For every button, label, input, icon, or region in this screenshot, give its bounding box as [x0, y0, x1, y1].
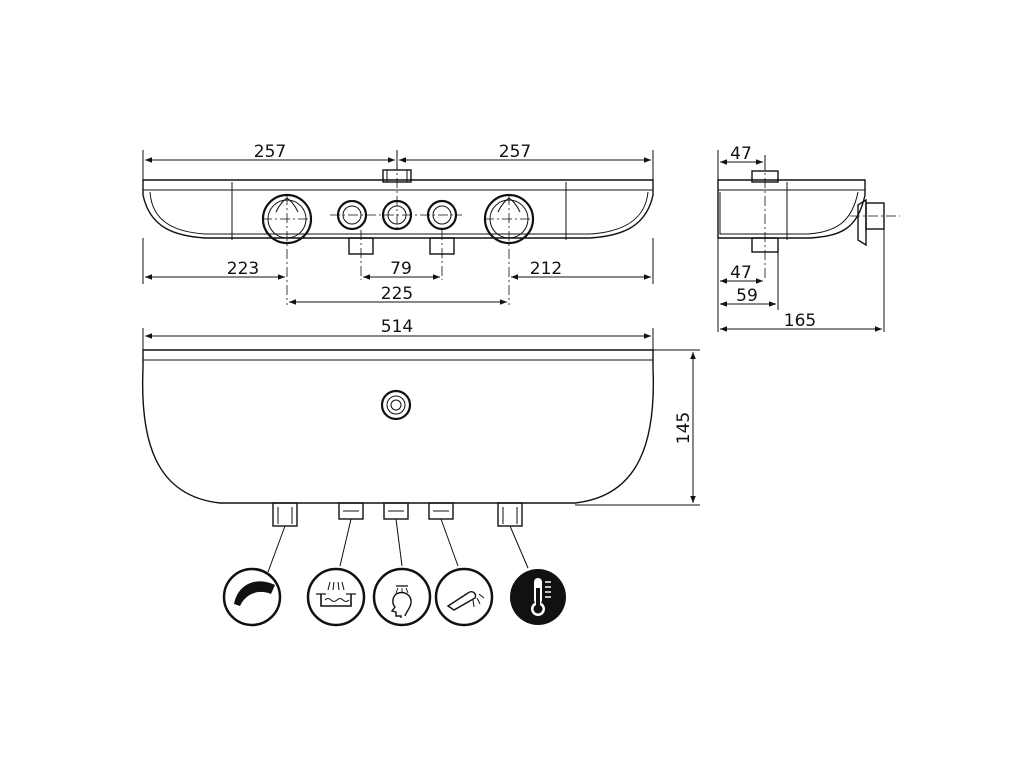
- dim-top-right-width: 257: [499, 142, 531, 162]
- hand-shower-icon: [434, 567, 494, 627]
- leader-lines: [267, 518, 529, 573]
- dim-side-outlet-depth: 47: [730, 263, 752, 283]
- flow-control-icon: [222, 567, 282, 627]
- dim-left-to-handle: 223: [227, 259, 259, 279]
- head-shower-icon: [372, 567, 432, 627]
- dim-top-left-width: 257: [254, 142, 286, 162]
- dim-side-top-depth: 47: [730, 144, 752, 164]
- front-view: [141, 328, 700, 527]
- dim-handle-spacing: 225: [381, 284, 413, 304]
- dim-side-depth-59: 59: [736, 286, 758, 306]
- side-view: [717, 150, 900, 332]
- dim-height: 145: [674, 412, 694, 444]
- front-fittings: [272, 502, 523, 527]
- dim-side-total-depth: 165: [784, 311, 816, 331]
- top-view: [142, 150, 654, 305]
- thermostat-icon: [510, 569, 566, 625]
- dim-total-width: 514: [381, 317, 413, 337]
- dim-right-to-handle: 212: [530, 259, 562, 279]
- dim-outlet-spacing: 79: [390, 259, 412, 279]
- bath-filler-icon: [306, 567, 366, 627]
